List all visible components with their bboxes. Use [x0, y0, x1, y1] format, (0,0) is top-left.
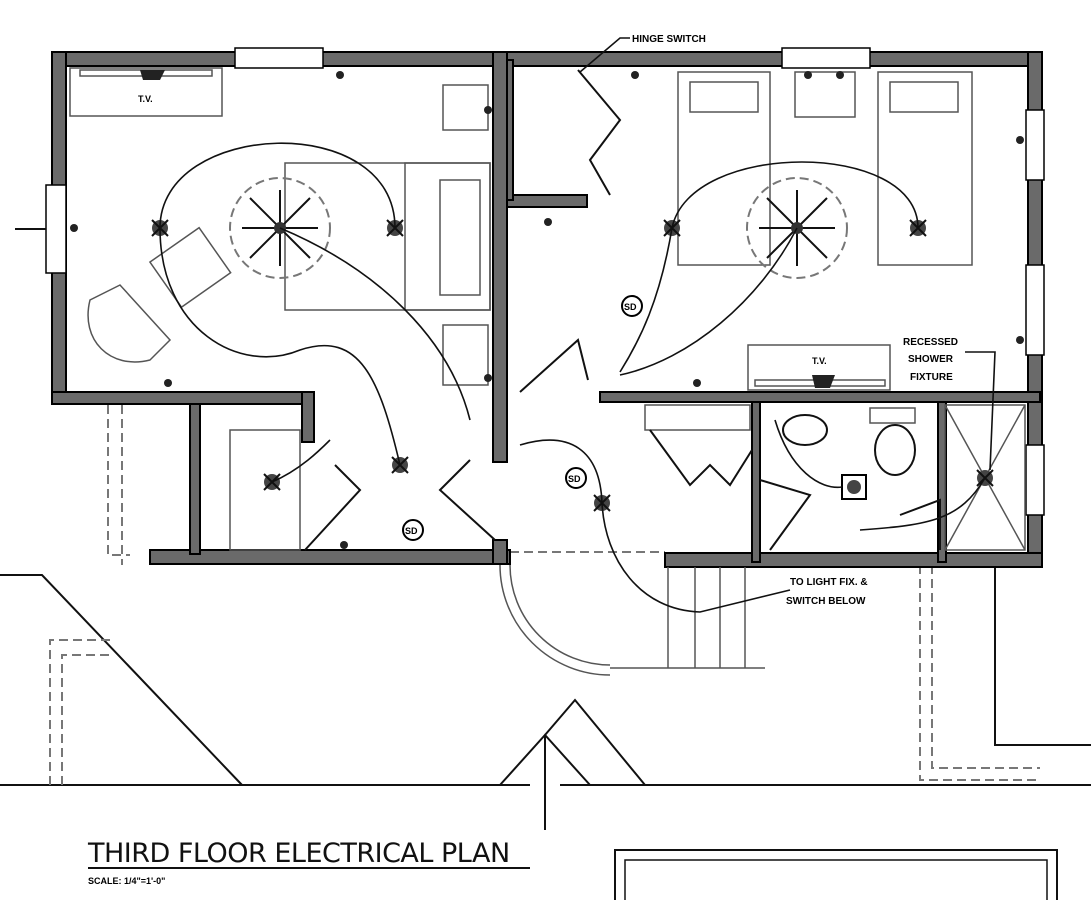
recessed-shower-label-1: RECESSED: [903, 337, 958, 348]
recessed-shower-label-2: SHOWER: [908, 354, 954, 365]
to-light-label-2: SWITCH BELOW: [786, 596, 866, 607]
drawing-scale: SCALE: 1/4"=1'-0": [88, 876, 165, 886]
light-fixtures: [151, 219, 994, 512]
smoke-detector-label: SD: [624, 302, 637, 312]
smoke-detectors: SD SD SD: [402, 295, 643, 541]
recessed-shower-label-3: FIXTURE: [910, 372, 953, 383]
wiring: [159, 37, 996, 613]
drawing-title: THIRD FLOOR ELECTRICAL PLAN: [87, 838, 510, 869]
tv-label-left: T.V.: [138, 94, 153, 104]
exhaust-fan-icon: [841, 474, 867, 500]
smoke-detector-label: SD: [568, 474, 581, 484]
hinge-switch-label: HINGE SWITCH: [632, 34, 706, 45]
to-light-label-1: TO LIGHT FIX. &: [790, 577, 868, 588]
title-block: [614, 849, 1058, 900]
walls: [15, 47, 1045, 568]
tv-label-right: T.V.: [812, 356, 827, 366]
site-lines: [0, 405, 1091, 830]
title-block-inner: [624, 859, 1048, 900]
outlets: [70, 70, 1024, 549]
smoke-detector-label: SD: [405, 526, 418, 536]
furniture: [69, 67, 1026, 676]
